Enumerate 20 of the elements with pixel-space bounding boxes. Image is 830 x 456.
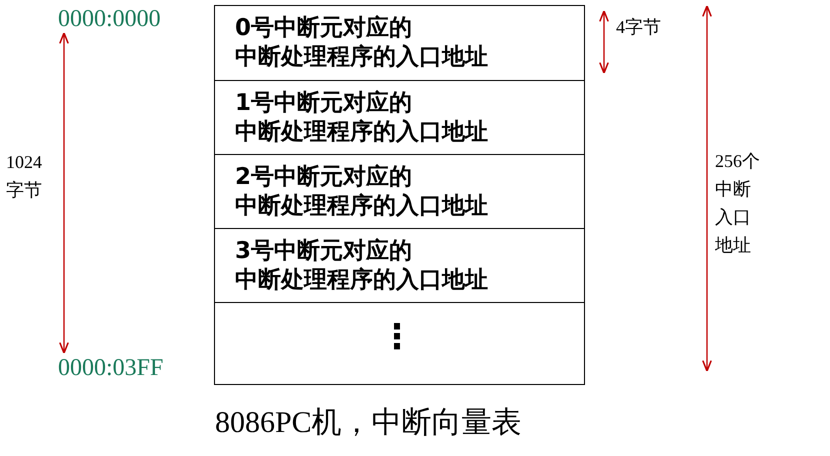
size-label: 1024 字节 — [6, 151, 43, 202]
count-label: 256个中断入口地址 — [715, 150, 761, 257]
table-row — [214, 302, 585, 384]
row-text: 中断处理程序的入口地址 — [235, 266, 488, 295]
row-text: 1号中断元对应的 — [235, 89, 412, 118]
table-row — [214, 5, 585, 82]
address-label: 0000:03FF — [58, 355, 164, 382]
address-label: 0000:0000 — [58, 6, 161, 33]
row-text: 0号中断元对应的 — [235, 14, 412, 43]
row-text: 中断处理程序的入口地址 — [235, 43, 488, 72]
caption: 8086PC机，中断向量表 — [215, 405, 522, 441]
size-label: 4字节 — [616, 16, 661, 39]
row-text: 3号中断元对应的 — [235, 237, 412, 266]
table-row — [214, 80, 585, 156]
row-text: 中断处理程序的入口地址 — [235, 192, 488, 221]
table-row — [214, 228, 585, 304]
ellipsis: ⋮ — [380, 317, 414, 357]
row-text: 2号中断元对应的 — [235, 163, 412, 192]
row-text: 中断处理程序的入口地址 — [235, 118, 488, 147]
table-row — [214, 154, 585, 230]
